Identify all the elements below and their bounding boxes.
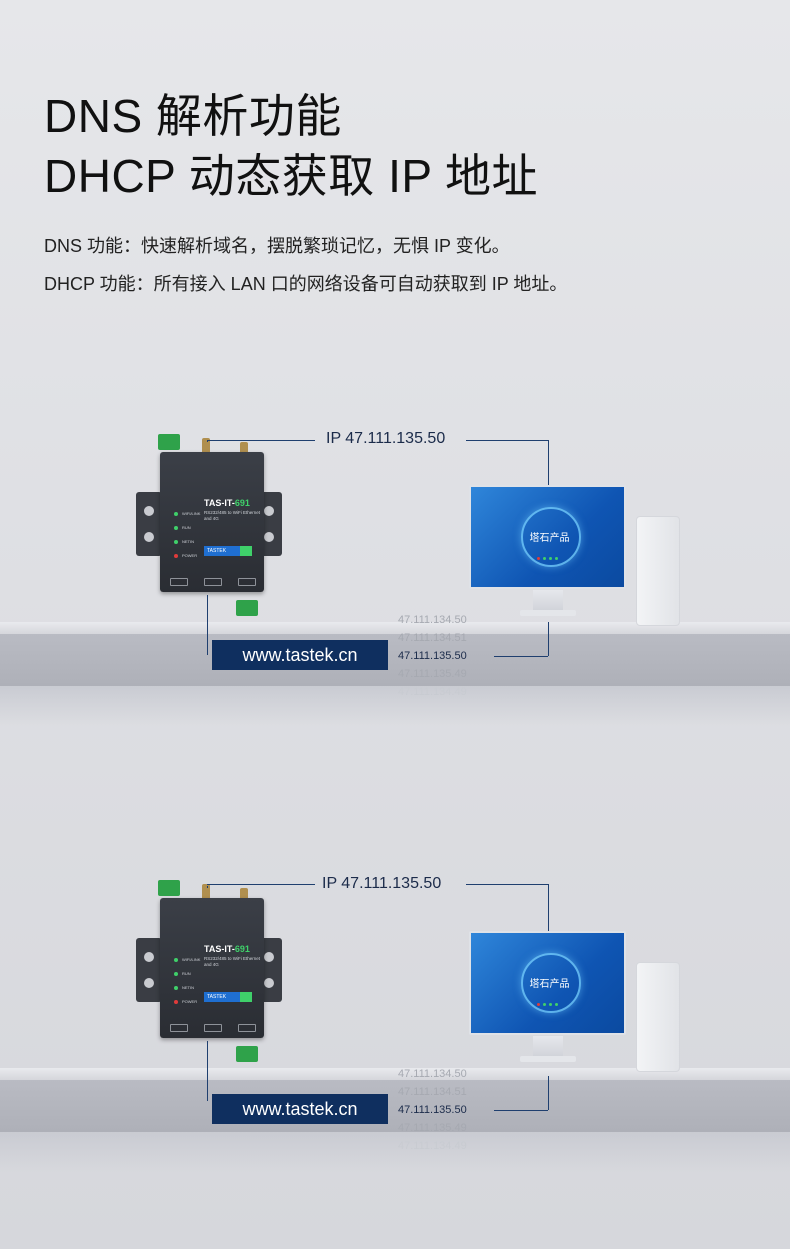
led-label: WIFI/LINK: [182, 957, 201, 962]
led-label: NETIN: [182, 985, 194, 990]
shelf-top: [0, 1068, 790, 1082]
mounting-ear-left: [136, 938, 162, 1002]
brand-badge: TASTEK: [204, 992, 252, 1002]
connector-line: [207, 1041, 208, 1101]
monitor-base: [520, 610, 576, 616]
port-1: [170, 578, 188, 586]
led-label: NETIN: [182, 539, 194, 544]
shelf-shadow: [0, 686, 790, 726]
screen-ring: [521, 507, 581, 567]
connector-line: [207, 886, 208, 888]
shelf-front: [0, 1080, 790, 1132]
led-label: POWER: [182, 999, 198, 1004]
port-3: [238, 1024, 256, 1032]
port-2: [204, 1024, 222, 1032]
connector-line: [548, 884, 549, 931]
ip-list-item: 47.111.134.49: [398, 686, 467, 698]
ip-list-item: 47.111.135.49: [398, 1122, 467, 1134]
antenna-left: [202, 884, 210, 902]
connector-line: [207, 595, 208, 655]
led-power: [174, 1000, 178, 1004]
monitor-neck: [533, 590, 563, 612]
connector-line: [548, 1076, 549, 1110]
url-text: www.tastek.cn: [242, 1099, 358, 1119]
ip-list-item-active: 47.111.135.50: [398, 1104, 467, 1116]
monitor: 塔石产品: [469, 485, 626, 589]
ip-list-item: 47.111.134.50: [398, 1068, 467, 1080]
gateway-device: TAS-IT-691 RS232/485 to WiFi Ethernet an…: [160, 898, 264, 1038]
screen-status-dots: [537, 993, 567, 1006]
led-label: WIFI/LINK: [182, 511, 201, 516]
shelf-shadow: [0, 1132, 790, 1172]
shelf-top: [0, 622, 790, 636]
url-text: www.tastek.cn: [242, 645, 358, 665]
page-header: DNS 解析功能 DHCP 动态获取 IP 地址: [44, 86, 764, 206]
connector-line: [494, 1110, 548, 1111]
antenna-right: [240, 888, 248, 906]
connector-line: [494, 656, 548, 657]
led-run: [174, 526, 178, 530]
monitor-base: [520, 1056, 576, 1062]
brand-badge: TASTEK: [204, 546, 252, 556]
serial-terminal: [236, 1046, 258, 1062]
device-subtitle: RS232/485 to WiFi Ethernet and 4G: [204, 956, 261, 967]
antenna-right: [240, 442, 248, 460]
description-dns: DNS 功能：快速解析域名，摆脱繁琐记忆，无惧 IP 变化。: [44, 236, 510, 256]
screen-brand-text: 塔石产品: [529, 979, 570, 990]
led-netin: [174, 986, 178, 990]
port-2: [204, 578, 222, 586]
screen-ring: [521, 953, 581, 1013]
led-label: RUN: [182, 971, 191, 976]
connector-line: [548, 440, 549, 485]
computer-tower: [636, 516, 680, 626]
brand-logo-text: TASTEK: [207, 548, 227, 554]
led-netin: [174, 540, 178, 544]
network-scene-1: 塔石产品 TAS-IT-691 RS232/485 to WiFi Ethern…: [0, 430, 790, 726]
description-dhcp: DHCP 功能：所有接入 LAN 口的网络设备可自动获取到 IP 地址。: [44, 274, 568, 294]
power-terminal: [158, 434, 180, 450]
led-wifi: [174, 512, 178, 516]
url-box: www.tastek.cn: [212, 640, 388, 670]
ip-list-item: 47.111.135.49: [398, 668, 467, 680]
title-dns: DNS 解析功能: [44, 90, 342, 142]
screen-status-dots: [537, 547, 567, 560]
device-subtitle: RS232/485 to WiFi Ethernet and 4G: [204, 510, 261, 521]
port-1: [170, 1024, 188, 1032]
ip-list-item: 47.111.134.51: [398, 1086, 467, 1098]
led-wifi: [174, 958, 178, 962]
ip-address-label: IP 47.111.135.50: [322, 875, 442, 892]
connector-line: [207, 440, 315, 441]
led-label: RUN: [182, 525, 191, 530]
connector-line: [207, 884, 315, 885]
connector-line: [466, 440, 548, 441]
ip-address-label: IP 47.111.135.50: [326, 430, 446, 447]
url-box: www.tastek.cn: [212, 1094, 388, 1124]
connector-line: [466, 884, 548, 885]
serial-terminal: [236, 600, 258, 616]
mounting-ear-left: [136, 492, 162, 556]
ip-list-item-active: 47.111.135.50: [398, 650, 467, 662]
monitor-neck: [533, 1036, 563, 1058]
shelf-front: [0, 634, 790, 686]
connector-line: [548, 622, 549, 656]
led-run: [174, 972, 178, 976]
gateway-device: TAS-IT-691 RS232/485 to WiFi Ethernet an…: [160, 452, 264, 592]
antenna-left: [202, 438, 210, 456]
brand-logo-text: TASTEK: [207, 994, 227, 1000]
connector-line: [207, 440, 208, 442]
power-terminal: [158, 880, 180, 896]
title-dhcp: DHCP 动态获取 IP 地址: [44, 150, 538, 202]
led-label: POWER: [182, 553, 198, 558]
led-power: [174, 554, 178, 558]
ip-list-item: 47.111.134.51: [398, 632, 467, 644]
ip-list-item: 47.111.134.50: [398, 614, 467, 626]
device-model: TAS-IT-691: [204, 498, 250, 508]
computer-tower: [636, 962, 680, 1072]
device-model: TAS-IT-691: [204, 944, 250, 954]
screen-brand-text: 塔石产品: [529, 533, 570, 544]
network-scene-2: 塔石产品 TAS-IT-691 RS232/485 to WiFi Ethern…: [0, 875, 790, 1172]
monitor: 塔石产品: [469, 931, 626, 1035]
ip-list-item: 47.111.134.49: [398, 1140, 467, 1152]
port-3: [238, 578, 256, 586]
